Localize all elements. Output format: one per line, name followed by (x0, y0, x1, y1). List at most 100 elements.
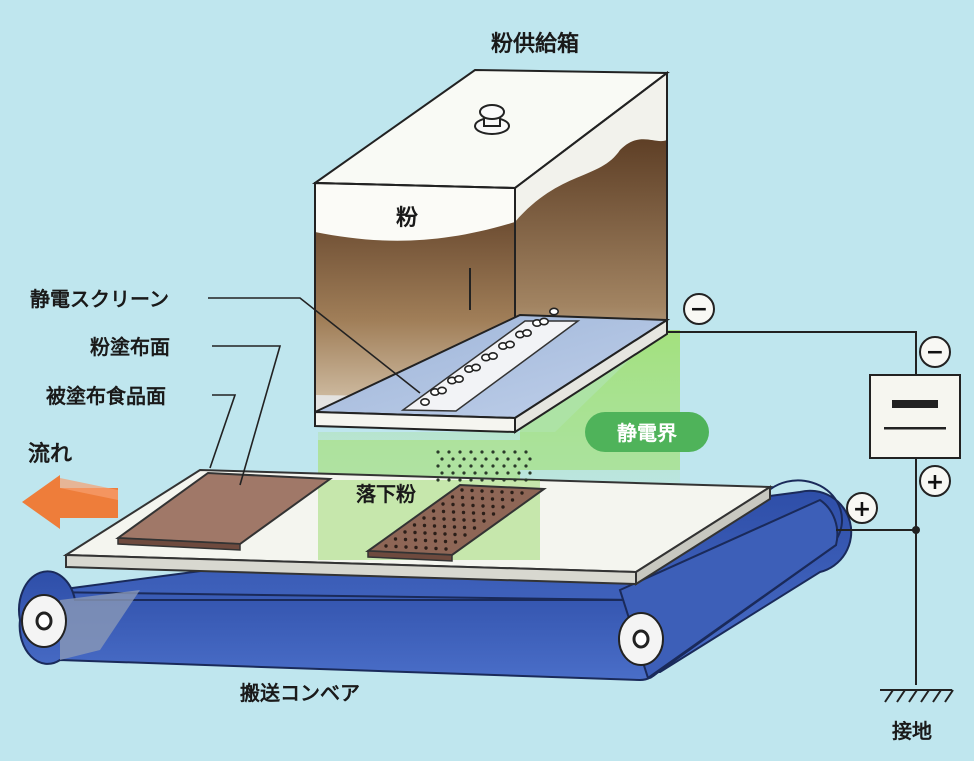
slab-dot (403, 537, 408, 542)
powder-dot (469, 478, 473, 482)
slab-dot (424, 546, 428, 550)
powder-dot (458, 450, 462, 454)
slab-dot (384, 544, 388, 548)
slab-dot (432, 524, 437, 528)
slab-dot (442, 517, 446, 521)
powder-dot (436, 450, 440, 454)
minus-sign-box: − (683, 293, 715, 325)
slab-dot (442, 524, 447, 529)
slab-dot (450, 495, 455, 499)
slab-dot (462, 525, 467, 530)
powder-dot (513, 464, 517, 468)
slab-powder-dots (384, 488, 524, 551)
slab-dot (460, 488, 464, 492)
slab-dot (413, 538, 418, 542)
slab-dot (490, 497, 495, 501)
screen-hole (453, 374, 464, 383)
slab-dot (510, 498, 515, 502)
slab-dot (432, 516, 436, 521)
powder-dot (502, 478, 506, 482)
powder-dot (447, 478, 451, 482)
falling-powder-dots (436, 450, 532, 482)
slab-dot (451, 502, 455, 507)
circuit-junction (912, 526, 920, 534)
powder-dot (458, 478, 462, 482)
plus-sign-conveyor-text: + (853, 497, 871, 522)
slab-dot (422, 516, 426, 520)
conveyor-label: 搬送コンベア (240, 681, 360, 705)
flow-label: 流れ (28, 441, 72, 467)
falling-powder-label: 落下粉 (356, 482, 416, 506)
conveyor-roller-right (618, 612, 664, 666)
electrostatic-screen (314, 313, 671, 434)
powder-dot (524, 464, 528, 468)
powder-dot (513, 450, 517, 454)
slab-dot (393, 537, 398, 541)
powder-dot (473, 471, 477, 475)
coated-surface-label: 粉塗布面 (90, 335, 170, 359)
plus-sign-battery-text: + (926, 470, 944, 495)
powder-box-label: 粉供給箱 (491, 31, 579, 57)
slab-dot (412, 523, 417, 527)
screen-hole (521, 328, 532, 337)
leader-lines (208, 297, 421, 486)
powder-dot (436, 464, 440, 468)
food-slab-target (365, 483, 547, 562)
screen-holes (419, 307, 559, 406)
conveyor-roller-left (21, 594, 67, 648)
powder-dot (517, 471, 521, 475)
powder-dot (480, 450, 484, 454)
powder-dot (517, 457, 521, 461)
powder-dot (513, 478, 517, 482)
slab-dot (470, 488, 474, 493)
slab-dot (423, 531, 427, 535)
screen-hole (487, 351, 498, 360)
powder-dot (469, 450, 473, 454)
powder-dot (440, 457, 444, 461)
slab-dot (460, 495, 465, 500)
powder-dot (502, 450, 506, 454)
powder-dot (524, 478, 528, 482)
slab-dot (472, 518, 476, 523)
slab-dot (491, 512, 496, 516)
powder-dot (524, 450, 528, 454)
slab-dot (451, 510, 456, 514)
slab-dot (453, 532, 457, 537)
slab-dot (422, 523, 427, 528)
powder-dot (480, 464, 484, 468)
slab-dot (472, 526, 477, 530)
powder-dot (469, 464, 473, 468)
slab-dot (480, 496, 485, 501)
slab-dot (510, 490, 514, 495)
powder-label: 粉 (396, 206, 418, 231)
slab-dot (403, 530, 407, 534)
powder-dot (458, 464, 462, 468)
slab-dot (441, 502, 445, 506)
slab-dot (462, 518, 466, 522)
powder-dot (436, 478, 440, 482)
electrostatic-field-badge: 静電界 (585, 412, 709, 452)
slab-dot (431, 509, 436, 513)
minus-sign-battery-text: − (926, 340, 944, 365)
slab-dot (452, 517, 456, 522)
screen-hole (504, 340, 515, 349)
slab-dot (433, 531, 437, 536)
powder-dot (447, 450, 451, 454)
slab-dot (444, 547, 448, 551)
slab-dot (404, 545, 408, 549)
slab-dot (443, 539, 448, 544)
powder-dot (451, 457, 455, 461)
slab-dot (520, 491, 524, 495)
minus-sign-box-text: − (690, 297, 708, 322)
screen-hole (436, 386, 447, 395)
slab-dot (453, 540, 458, 544)
powder-dot (495, 471, 499, 475)
slab-dot (500, 490, 504, 494)
powder-dot (528, 471, 532, 475)
slab-dot (481, 504, 485, 508)
screen-hole (548, 307, 559, 316)
slab-dot (452, 525, 457, 529)
plus-sign-battery: + (919, 465, 951, 497)
